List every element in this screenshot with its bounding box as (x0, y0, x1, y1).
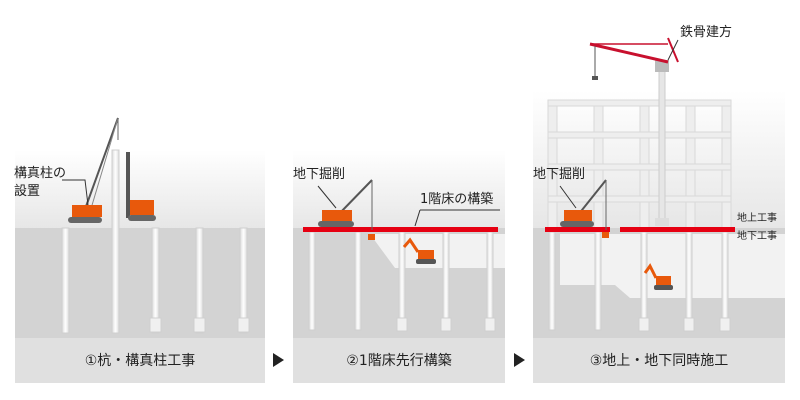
panel-3-floor-slab-left (545, 227, 610, 232)
panel-3-floor-slab-right (620, 227, 735, 232)
panel-2-caption-bar (293, 338, 505, 383)
panel-1-piles-columns (15, 117, 265, 383)
panel-3-excavation-leader (559, 185, 577, 209)
panel-2-first-floor (293, 150, 505, 383)
step-arrow-icon (514, 353, 525, 367)
panel-3-simultaneous (533, 37, 785, 383)
panel-3-steel-leader (667, 39, 679, 61)
crawler-crane-icon (560, 179, 609, 238)
label-above-ground: 地上工事 (737, 213, 777, 224)
panel-1-leader (62, 179, 89, 206)
label-excavation-panel-2: 地下掘削 (293, 167, 346, 182)
panel-1-caption-bar (15, 338, 265, 383)
panel-3-caption-bar (533, 338, 785, 383)
crawler-crane-icon (318, 179, 375, 240)
step-arrow-icon (273, 353, 284, 367)
excavator-icon (643, 263, 673, 290)
panel-2-excavation-leader (317, 185, 337, 209)
caption-panel-2: ②1階床先行構築 (346, 353, 452, 369)
label-below-ground: 地下工事 (737, 231, 777, 242)
panel-2-floor-slab (303, 227, 498, 232)
excavator-icon (402, 237, 436, 264)
panel-3-piles (548, 231, 731, 332)
crawler-crane-icon (68, 117, 119, 223)
panel-3-excavation (560, 234, 785, 298)
pile-rig-icon (126, 152, 156, 221)
steel-frame (547, 99, 732, 229)
tower-crane-icon (589, 37, 679, 226)
panel-1-piles (61, 149, 250, 334)
caption-panel-3: ③地上・地下同時施工 (589, 353, 729, 369)
label-first-floor: 1階床の構築 (420, 192, 494, 207)
label-column-line2: 設置 (14, 184, 41, 199)
caption-panel-1: ①杭・構真柱工事 (84, 353, 196, 369)
label-column-line1: 構真柱の (14, 166, 67, 181)
label-excavation-panel-3: 地下掘削 (533, 167, 586, 182)
label-steel-erection: 鉄骨建方 (680, 25, 733, 40)
